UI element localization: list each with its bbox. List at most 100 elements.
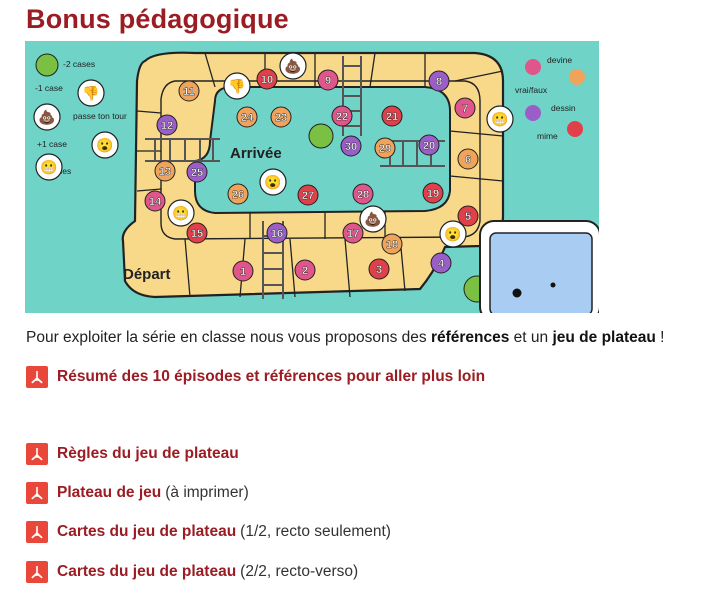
board-square-number: 27 xyxy=(302,190,314,202)
board-square-circle xyxy=(232,260,254,282)
pdf-link-label[interactable]: Résumé des 10 épisodes et références pou… xyxy=(57,368,486,385)
pdf-icon xyxy=(26,521,48,543)
pdf-link-label[interactable]: Règles du jeu de plateau xyxy=(57,445,239,462)
board-square-number: 18 xyxy=(386,239,398,251)
speech-bubble-icon xyxy=(439,220,467,248)
splat-pink-icon xyxy=(525,59,541,75)
board-square-circle xyxy=(342,222,364,244)
pdf-icon xyxy=(26,366,48,388)
grimace-face-icon: 😬 xyxy=(172,205,189,221)
board-square-number: 6 xyxy=(465,154,471,166)
board-square-circle xyxy=(186,222,208,244)
board-square-circle xyxy=(381,105,403,127)
board-square-number: 10 xyxy=(261,74,273,86)
speech-bubble-icon xyxy=(359,205,387,233)
board-square-number: 20 xyxy=(423,140,435,152)
board-square-number: 7 xyxy=(462,103,468,115)
speech-bubble-icon xyxy=(77,79,105,107)
board-square-circle xyxy=(430,252,452,274)
board-square-number: 23 xyxy=(275,112,287,124)
board-square-number: 24 xyxy=(241,112,254,124)
pdf-icon xyxy=(26,482,48,504)
board-bubbles: 💩 👎 😬 😮 😬 💩 😮 xyxy=(167,52,514,303)
board-square-circle xyxy=(352,183,374,205)
pdf-link-note: (2/2, recto-verso) xyxy=(240,563,359,580)
speech-bubble-icon xyxy=(486,105,514,133)
board-game-image: Arrivée Départ -2 cases -1 case passe ton … xyxy=(25,41,599,313)
depart-label: Départ xyxy=(123,266,171,283)
speech-bubble-icon xyxy=(35,153,63,181)
thumbs-down-icon: 👎 xyxy=(228,78,245,95)
surprised-face-icon: 😮 xyxy=(264,174,281,190)
board-square-number: 21 xyxy=(386,111,398,123)
pdf-link-note: (1/2, recto seulement) xyxy=(240,523,391,540)
board-square-number: 11 xyxy=(183,86,195,98)
arrivee-label: Arrivée xyxy=(230,145,282,162)
board-square-number: 17 xyxy=(347,228,359,240)
board-square-number: 30 xyxy=(345,141,357,153)
pdf-link-label[interactable]: Plateau de jeu xyxy=(57,484,162,501)
legend-left-label: +1 case xyxy=(37,139,67,149)
virus-icon xyxy=(308,123,334,149)
poop-icon: 💩 xyxy=(364,211,381,228)
board-square-number: 8 xyxy=(436,76,442,88)
splat-orange-icon xyxy=(569,69,585,85)
pdf-link-label[interactable]: Cartes du jeu de plateau xyxy=(57,523,237,540)
surprised-face-icon: 😮 xyxy=(444,226,461,242)
board-square-circle xyxy=(270,106,292,128)
poop-icon: 💩 xyxy=(38,109,55,126)
legend-left-label: -1 case xyxy=(35,83,63,93)
poop-icon: 💩 xyxy=(284,58,301,75)
board-square-circle xyxy=(457,205,479,227)
board-square-number: 1 xyxy=(240,266,246,278)
board-square-number: 16 xyxy=(271,228,283,240)
legend-left-label: -2 cases xyxy=(63,59,95,69)
grimace-face-icon: 😬 xyxy=(491,111,508,127)
surprised-face-icon: 😮 xyxy=(96,137,113,153)
board-square-circle xyxy=(236,106,258,128)
thumbs-down-icon: 👎 xyxy=(82,85,99,102)
board-square-number: 25 xyxy=(191,167,203,179)
board-square-number: 3 xyxy=(376,264,382,276)
legend-right-label: vrai/faux xyxy=(515,85,548,95)
pdf-link-note: (à imprimer) xyxy=(165,484,249,501)
pdf-link-cards-2[interactable]: Cartes du jeu de plateau (2/2, recto-ver… xyxy=(26,561,358,583)
board-square-number: 29 xyxy=(379,143,391,155)
board-square-circle xyxy=(457,148,479,170)
board-square-number: 2 xyxy=(302,265,308,277)
board-square-circle xyxy=(154,160,176,182)
splat-red-icon xyxy=(567,121,583,137)
pdf-icon xyxy=(26,561,48,583)
speech-bubble-icon xyxy=(33,103,61,131)
board-square-circle xyxy=(422,182,444,204)
board-square-number: 9 xyxy=(325,75,331,87)
pdf-link-cards-1[interactable]: Cartes du jeu de plateau (1/2, recto seu… xyxy=(26,521,391,543)
board-square-circle xyxy=(428,70,450,92)
speech-bubble-icon xyxy=(223,72,251,100)
intro-text: ! xyxy=(655,329,665,346)
board-square-circle xyxy=(186,161,208,183)
board-square-number: 28 xyxy=(357,189,369,201)
legend-left-label: passe ton tour xyxy=(73,111,127,121)
pdf-link-resume[interactable]: Résumé des 10 épisodes et références pou… xyxy=(26,366,485,388)
board-square-number: 13 xyxy=(159,166,171,178)
speech-bubble-icon xyxy=(259,168,287,196)
board-square-circle xyxy=(317,69,339,91)
pdf-link-board[interactable]: Plateau de jeu (à imprimer) xyxy=(26,482,249,504)
board-square-number: 19 xyxy=(427,188,439,200)
legend-right-label: devine xyxy=(547,55,572,65)
board-square-circle xyxy=(368,258,390,280)
board-square-number: 5 xyxy=(465,211,471,223)
board-square-number: 22 xyxy=(336,111,348,123)
board-square-circle xyxy=(256,68,278,90)
board-square-circle xyxy=(294,259,316,281)
splat-purple-icon xyxy=(525,105,541,121)
board-square-number: 15 xyxy=(191,228,203,240)
legend-right-label: mime xyxy=(537,131,558,141)
board-square-circle xyxy=(144,190,166,212)
pdf-link-rules[interactable]: Règles du jeu de plateau xyxy=(26,443,239,465)
pdf-link-label[interactable]: Cartes du jeu de plateau xyxy=(57,563,237,580)
board-square-circle xyxy=(178,80,200,102)
